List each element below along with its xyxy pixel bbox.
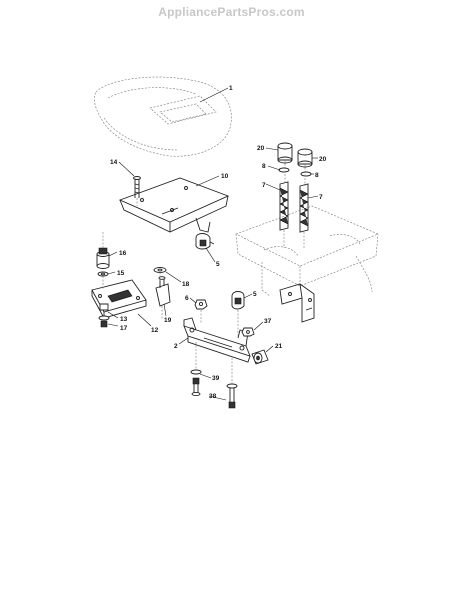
callout-7-right: 7 xyxy=(319,194,323,201)
clip-part-lower[interactable] xyxy=(231,291,245,310)
callout-19: 19 xyxy=(164,317,172,324)
callout-2: 2 xyxy=(174,343,178,350)
callout-16: 16 xyxy=(119,250,127,257)
spring-part-left[interactable] xyxy=(279,181,289,231)
callout-20-right: 20 xyxy=(319,156,327,163)
nut-part-upper[interactable] xyxy=(278,167,312,177)
seat-pan-part[interactable] xyxy=(118,177,230,233)
callout-1: 1 xyxy=(229,85,233,92)
bushing-part[interactable] xyxy=(251,349,269,365)
small-bolt-part[interactable] xyxy=(241,327,255,337)
callout-8: 8 xyxy=(262,163,266,170)
hex-bolt-part[interactable] xyxy=(98,303,110,328)
adjust-bracket-part[interactable] xyxy=(183,317,251,363)
callout-14: 14 xyxy=(110,159,118,166)
callout-12: 12 xyxy=(151,327,159,334)
spring-part-right[interactable] xyxy=(299,183,309,233)
watermark: AppliancePartsPros.com xyxy=(158,5,305,19)
latch-part[interactable] xyxy=(155,276,171,307)
callout-5-lower: 5 xyxy=(253,291,257,298)
flat-washer-part[interactable] xyxy=(153,267,167,273)
callout-15: 15 xyxy=(117,270,125,277)
callout-10: 10 xyxy=(221,173,229,180)
seat-part[interactable] xyxy=(94,76,232,157)
assembly-lines xyxy=(102,198,239,384)
spacer-part[interactable] xyxy=(96,247,110,269)
callout-13: 13 xyxy=(120,316,128,323)
callout-5: 5 xyxy=(216,261,220,268)
clip-part[interactable] xyxy=(195,233,215,250)
spring-mount-lines xyxy=(283,160,306,248)
callout-labels: 1 20 20 8 8 7 7 14 10 16 15 5 18 5 6 19 … xyxy=(110,85,327,400)
bumper-part-right[interactable] xyxy=(297,148,313,168)
washer-stack-part[interactable] xyxy=(190,369,238,409)
callout-37: 37 xyxy=(264,318,272,325)
callout-39: 39 xyxy=(212,375,220,382)
bolt-part[interactable] xyxy=(133,176,141,199)
callout-20: 20 xyxy=(257,145,265,152)
leader-lines xyxy=(107,87,319,401)
callout-7: 7 xyxy=(262,182,266,189)
callout-18: 18 xyxy=(182,281,190,288)
callout-38: 38 xyxy=(209,393,217,400)
slide-bracket-part[interactable] xyxy=(91,279,147,319)
bumper-part-left[interactable] xyxy=(277,142,293,164)
washer-part[interactable] xyxy=(97,271,109,277)
callout-8-right: 8 xyxy=(315,172,319,179)
callout-17: 17 xyxy=(120,325,128,332)
callout-6: 6 xyxy=(185,295,189,302)
callout-21: 21 xyxy=(275,343,283,350)
nut-part[interactable] xyxy=(194,299,208,310)
